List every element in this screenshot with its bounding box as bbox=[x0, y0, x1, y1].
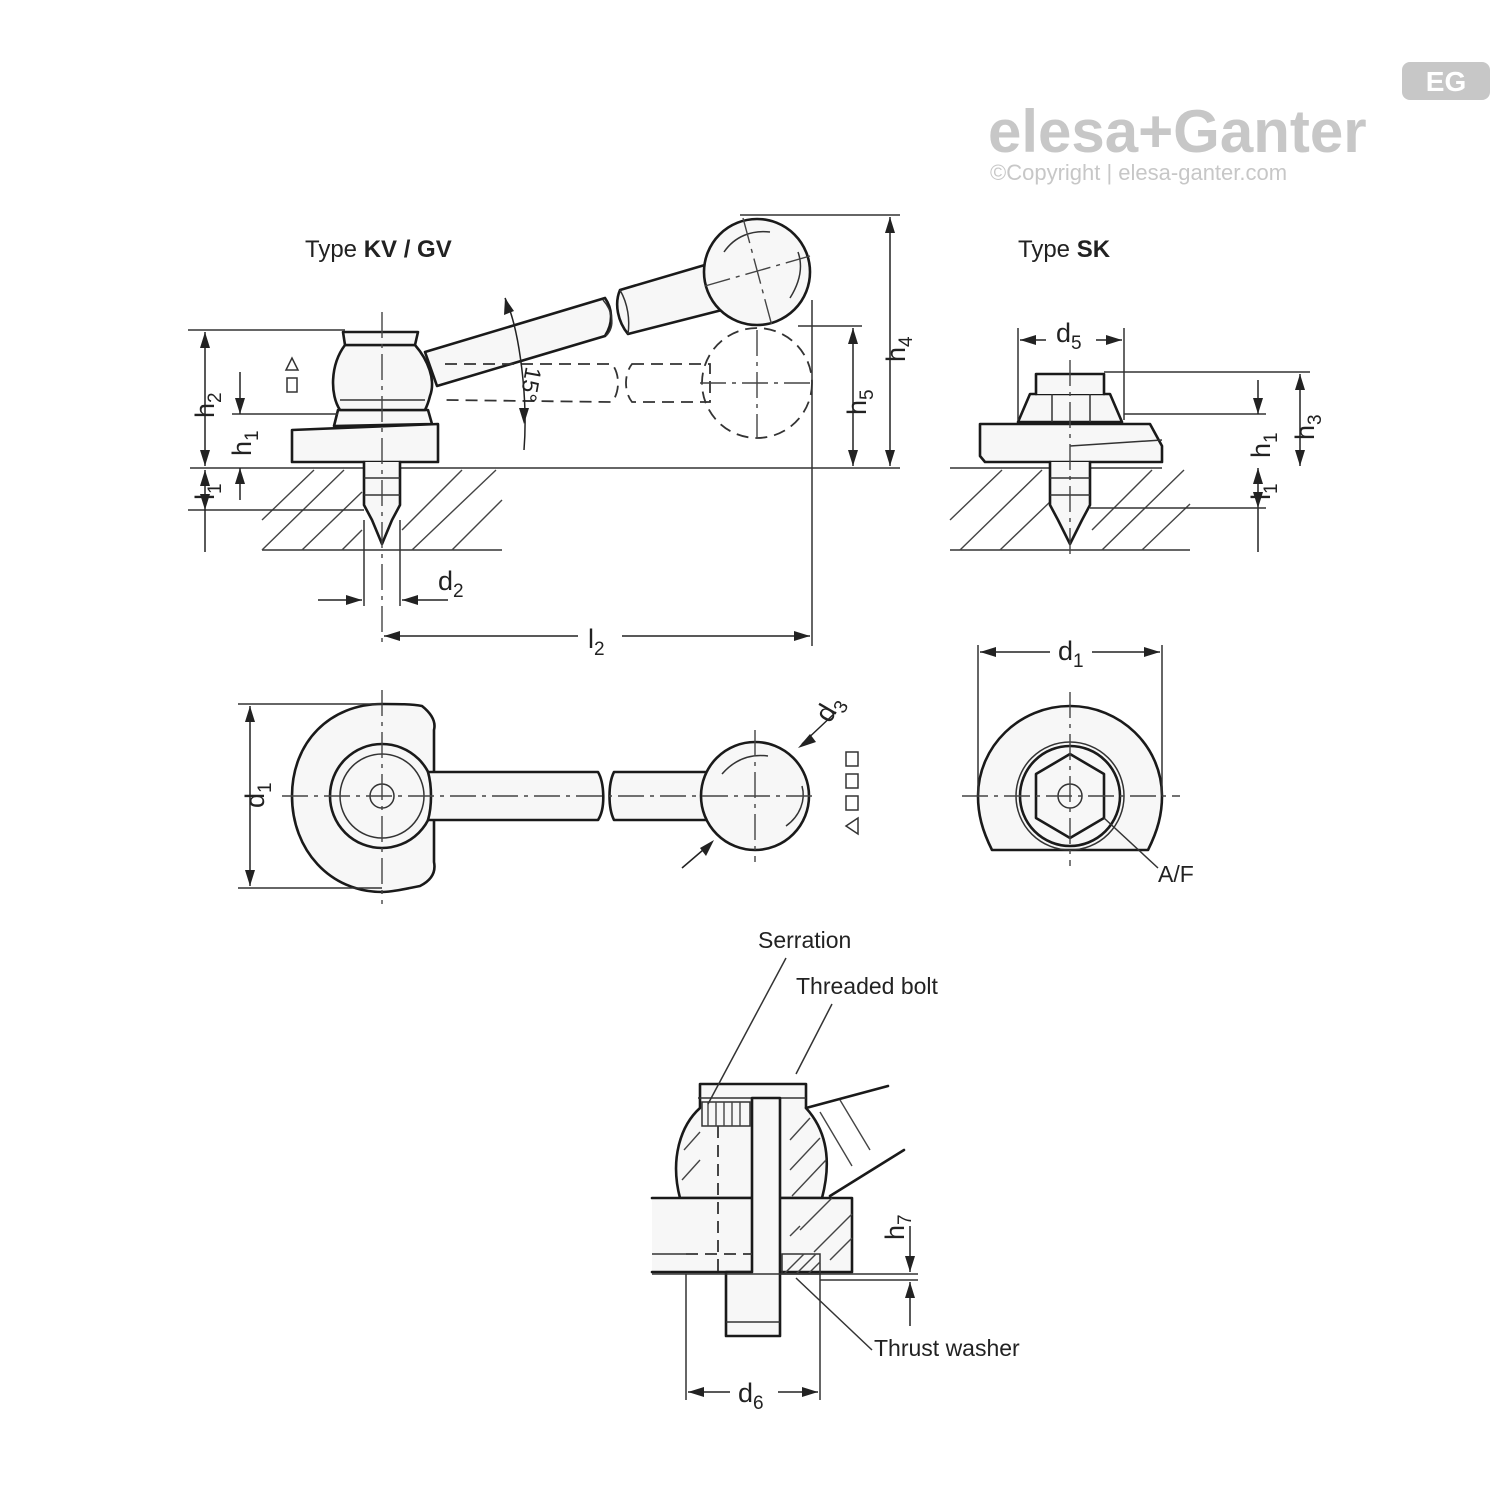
brand-badge-box bbox=[1402, 62, 1490, 100]
brand-logo: elesa+Ganter EG ©Copyright | elesa-gante… bbox=[988, 62, 1490, 185]
callout-threaded-bolt: Threaded bolt bbox=[796, 973, 939, 999]
sk-dimensions bbox=[1017, 328, 1310, 552]
dim-h2: h2 bbox=[190, 392, 226, 418]
sk-side-view bbox=[949, 360, 1191, 560]
sk-workpiece-hatching bbox=[949, 469, 1191, 551]
brand-logo-text: elesa+Ganter bbox=[988, 98, 1367, 165]
dim-d6: d6 bbox=[738, 1378, 764, 1414]
dim-sk-l1: l1 bbox=[1246, 483, 1282, 500]
callout-thrust-washer: Thrust washer bbox=[874, 1335, 1020, 1361]
dim-d1-top-view: d1 bbox=[240, 782, 276, 808]
view-title-kv-gv: Type KV / GV bbox=[305, 236, 452, 263]
kv-gv-dimensions bbox=[188, 214, 900, 641]
section-detail bbox=[650, 957, 918, 1400]
rotation-marker-small bbox=[284, 356, 300, 393]
dim-h4: h4 bbox=[881, 336, 917, 362]
view-title-sk: Type SK bbox=[1018, 236, 1111, 263]
dim-af: A/F bbox=[1158, 861, 1194, 887]
dim-sk-h1: h1 bbox=[1246, 432, 1282, 458]
dim-l2: l2 bbox=[588, 624, 605, 660]
brand-badge-text: EG bbox=[1426, 66, 1466, 97]
callout-serration: Serration bbox=[758, 927, 851, 953]
kv-gv-top-view bbox=[238, 690, 859, 904]
dim-d2: d2 bbox=[438, 566, 464, 602]
dim-l1: l1 bbox=[190, 483, 226, 500]
dim-d3: d3 bbox=[809, 690, 853, 730]
dim-d1-sk: d1 bbox=[1058, 636, 1084, 672]
dim-h7: h7 bbox=[880, 1214, 916, 1240]
dim-angle: 15° bbox=[515, 365, 547, 404]
kv-gv-side-view bbox=[190, 217, 900, 646]
dim-d5: d5 bbox=[1056, 318, 1082, 354]
dim-h3: h3 bbox=[1290, 414, 1326, 440]
dim-h1: h1 bbox=[227, 430, 263, 456]
dim-h5: h5 bbox=[842, 389, 878, 415]
sk-top-view bbox=[962, 645, 1180, 869]
copyright-text: ©Copyright | elesa-ganter.com bbox=[990, 160, 1287, 185]
